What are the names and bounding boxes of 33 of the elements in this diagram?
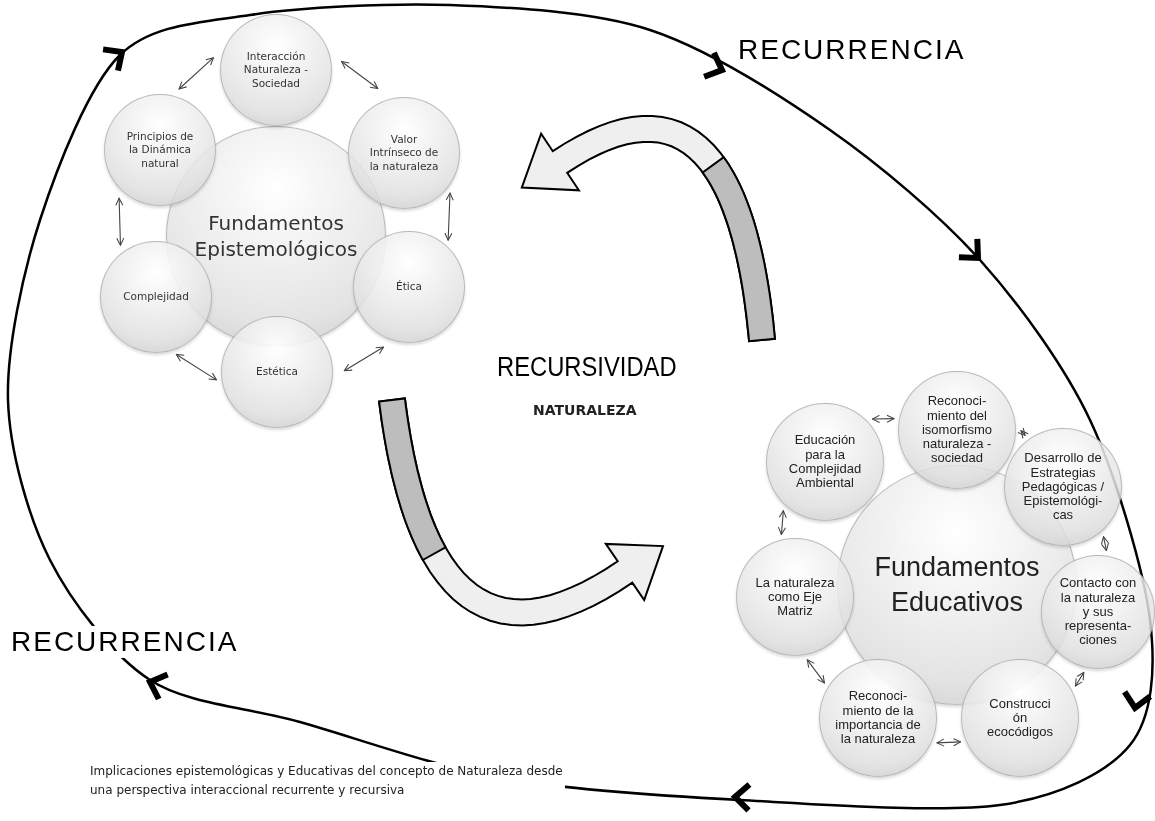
node-text: Principios de la Dinámica natural <box>126 130 194 170</box>
double-arrow <box>1100 536 1109 552</box>
double-arrow <box>806 659 825 684</box>
node-text: La naturaleza como Eje Matriz <box>754 575 836 619</box>
circle <box>221 316 333 428</box>
node-text: Construcci ón ecocódigos <box>986 696 1054 740</box>
double-arrow <box>341 61 379 90</box>
double-arrow <box>115 197 125 246</box>
double-arrow <box>777 510 787 535</box>
double-arrow <box>343 346 385 372</box>
circle <box>961 659 1079 777</box>
node-text: Educación para la Complejidad Ambiental <box>787 433 863 491</box>
recursivity-label: RECURSIVIDAD <box>497 352 677 383</box>
node-text: Complejidad <box>122 290 190 304</box>
node-text: Ética <box>395 280 423 294</box>
label: NATURALEZA <box>533 402 637 418</box>
double-arrow <box>1074 671 1085 687</box>
node-text: Fundamentos Epistemológicos <box>193 210 359 262</box>
node-text: Reconoci- miento del isomorfismo naturaleza - sociedad <box>920 394 994 466</box>
node-text: Estética <box>255 365 299 379</box>
double-arrow <box>178 57 214 90</box>
caption: Implicaciones epistemológicas y Educativas del concepto de Naturaleza desde una perspectiva interaccional recurrente y recursiva <box>90 762 565 800</box>
double-arrow <box>444 192 454 241</box>
node-text: Desarrollo de Estrategias Pedagógicas / Epistemológi- cas <box>1020 451 1106 523</box>
double-arrow <box>871 414 895 423</box>
node-text: Fundamentos Educativos <box>873 550 1041 619</box>
node-text: Interacción Naturaleza - Sociedad <box>242 50 310 90</box>
double-arrow <box>1017 427 1029 439</box>
node-text: Reconoci- miento de la importancia de la naturaleza <box>834 689 922 747</box>
double-arrow <box>936 738 962 747</box>
node-text: Contacto con la naturaleza y sus representa- ciones <box>1058 576 1138 648</box>
double-arrow <box>175 353 218 381</box>
node-text: Valor Intrínseco de la naturaleza <box>368 133 440 173</box>
